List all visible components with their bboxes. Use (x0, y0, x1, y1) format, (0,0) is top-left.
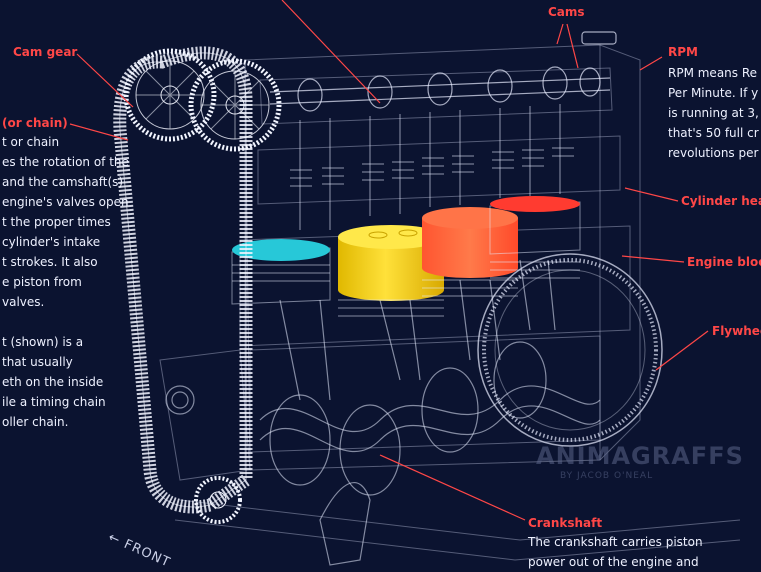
crankshaft-heading: Crankshaft (528, 516, 603, 530)
watermark-logo: ANIMAGRAFFS (536, 442, 744, 470)
piston-red (489, 196, 581, 279)
cam-gear-right (188, 58, 282, 152)
label-cams: Cams (548, 5, 585, 19)
timing-belt-heading: (or chain) (2, 116, 68, 130)
rpm-description: RPM means Re Per Minute. If y is running… (668, 66, 759, 160)
crankshaft-description: The crankshaft carries piston power out … (528, 535, 703, 569)
label-cam-gear: Cam gear (13, 45, 78, 59)
label-cylinder-head: Cylinder hea (681, 194, 761, 208)
crankshaft-assembly (165, 259, 601, 566)
piston-yellow (338, 225, 444, 317)
rpm-heading: RPM (668, 45, 698, 59)
label-engine-block: Engine bloc (687, 255, 761, 269)
timing-belt (113, 46, 253, 514)
camshaft (269, 31, 617, 112)
leader-lines (69, 0, 709, 521)
label-flywheel: Flywhee (712, 324, 761, 338)
cam-gear-left (123, 48, 217, 142)
valves (290, 104, 574, 230)
piston-orange (422, 207, 518, 297)
watermark-byline: BY JACOB O'NEAL (560, 471, 654, 481)
flywheel (477, 253, 663, 447)
timing-belt-description: t or chain es the rotation of the and th… (2, 135, 129, 429)
crank-pulley (194, 476, 242, 524)
